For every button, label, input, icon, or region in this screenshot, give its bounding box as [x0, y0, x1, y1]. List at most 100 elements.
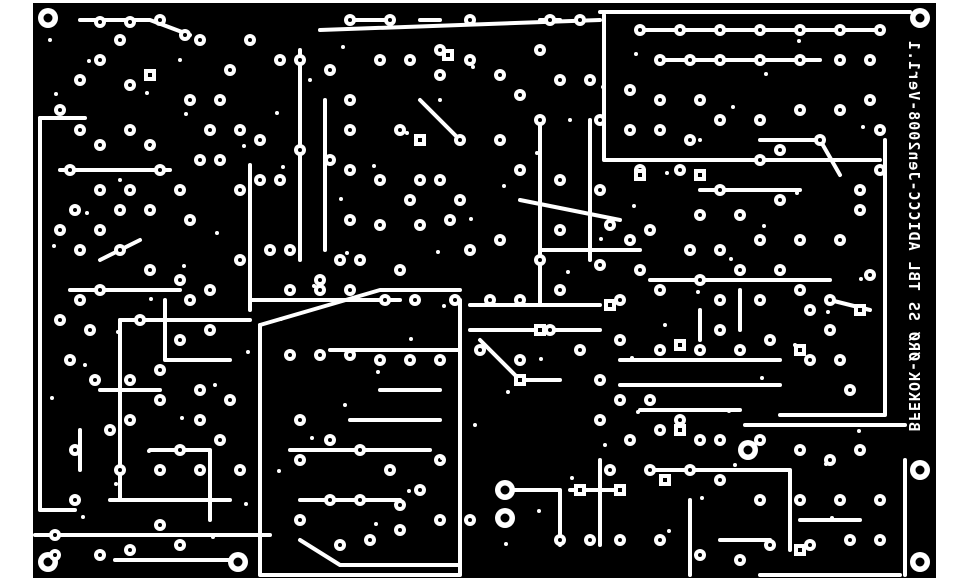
- drill-hole: [518, 168, 522, 172]
- drill-hole: [418, 138, 422, 142]
- drill-hole: [328, 68, 332, 72]
- via: [145, 91, 149, 95]
- drill-hole: [468, 518, 472, 522]
- drill-hole: [178, 278, 182, 282]
- drill-hole: [558, 228, 562, 232]
- drill-hole: [518, 93, 522, 97]
- drill-hole: [598, 263, 602, 267]
- drill-hole: [658, 348, 662, 352]
- drill-hole: [238, 188, 242, 192]
- drill-hole: [688, 468, 692, 472]
- copper-trace: [508, 488, 562, 547]
- drill-hole: [518, 298, 522, 302]
- drill-hole: [648, 228, 652, 232]
- drill-hole: [738, 348, 742, 352]
- drill-hole: [148, 73, 152, 77]
- via: [376, 370, 380, 374]
- via: [731, 105, 735, 109]
- drill-hole: [838, 108, 842, 112]
- drill-hole: [278, 178, 282, 182]
- via: [859, 277, 863, 281]
- via: [312, 284, 316, 288]
- drill-hole: [128, 378, 132, 382]
- drill-hole: [88, 328, 92, 332]
- via: [762, 224, 766, 228]
- drill-hole: [588, 538, 592, 542]
- drill-hole: [718, 188, 722, 192]
- via: [442, 304, 446, 308]
- drill-hole: [68, 168, 72, 172]
- drill-hole: [328, 158, 332, 162]
- drill-hole: [558, 538, 562, 542]
- drill-hole: [128, 188, 132, 192]
- drill-hole: [758, 238, 762, 242]
- via: [533, 303, 537, 307]
- drill-hole: [268, 248, 272, 252]
- drill-hole: [718, 28, 722, 32]
- drill-hole: [808, 308, 812, 312]
- via: [665, 171, 669, 175]
- drill-hole: [98, 553, 102, 557]
- via: [87, 59, 91, 63]
- drill-hole: [798, 28, 802, 32]
- drill-hole: [498, 138, 502, 142]
- drill-hole: [738, 558, 742, 562]
- drill-hole: [678, 343, 682, 347]
- via: [279, 317, 283, 321]
- drill-hole: [298, 418, 302, 422]
- via: [114, 482, 118, 486]
- via: [242, 144, 246, 148]
- drill-hole: [58, 318, 62, 322]
- drill-hole: [148, 143, 152, 147]
- via: [178, 58, 182, 62]
- drill-hole: [438, 73, 442, 77]
- drill-hole: [158, 368, 162, 372]
- drill-hole: [678, 168, 682, 172]
- drill-hole: [618, 538, 622, 542]
- drill-hole: [328, 438, 332, 442]
- drill-hole: [868, 98, 872, 102]
- via: [343, 403, 347, 407]
- drill-hole: [798, 498, 802, 502]
- drill-hole: [768, 338, 772, 342]
- drill-hole: [148, 208, 152, 212]
- drill-hole: [288, 353, 292, 357]
- via: [182, 264, 186, 268]
- via: [537, 509, 541, 513]
- drill-hole: [358, 448, 362, 452]
- via: [118, 178, 122, 182]
- via: [506, 390, 510, 394]
- via: [50, 396, 54, 400]
- drill-hole: [378, 223, 382, 227]
- via: [409, 337, 413, 341]
- drill-hole: [658, 58, 662, 62]
- drill-hole: [598, 118, 602, 122]
- drill-hole: [798, 58, 802, 62]
- drill-hole: [298, 458, 302, 462]
- copper-trace: [163, 298, 232, 362]
- drill-hole: [738, 213, 742, 217]
- via: [341, 45, 345, 49]
- drill-hole: [878, 538, 882, 542]
- drill-hole: [628, 238, 632, 242]
- drill-hole: [688, 138, 692, 142]
- board-substrate: [33, 3, 936, 578]
- drill-hole: [838, 358, 842, 362]
- drill-hole: [698, 98, 702, 102]
- drill-hole: [758, 118, 762, 122]
- drill-hole: [698, 348, 702, 352]
- drill-hole: [278, 58, 282, 62]
- drill-hole: [618, 488, 622, 492]
- drill-hole: [208, 288, 212, 292]
- drill-hole: [758, 28, 762, 32]
- copper-trace: [258, 288, 462, 327]
- via: [700, 496, 704, 500]
- drill-hole: [548, 18, 552, 22]
- drill-hole: [68, 358, 72, 362]
- via: [345, 251, 349, 255]
- via: [824, 462, 828, 466]
- drill-hole: [348, 288, 352, 292]
- drill-hole: [98, 58, 102, 62]
- copper-trace: [518, 198, 622, 222]
